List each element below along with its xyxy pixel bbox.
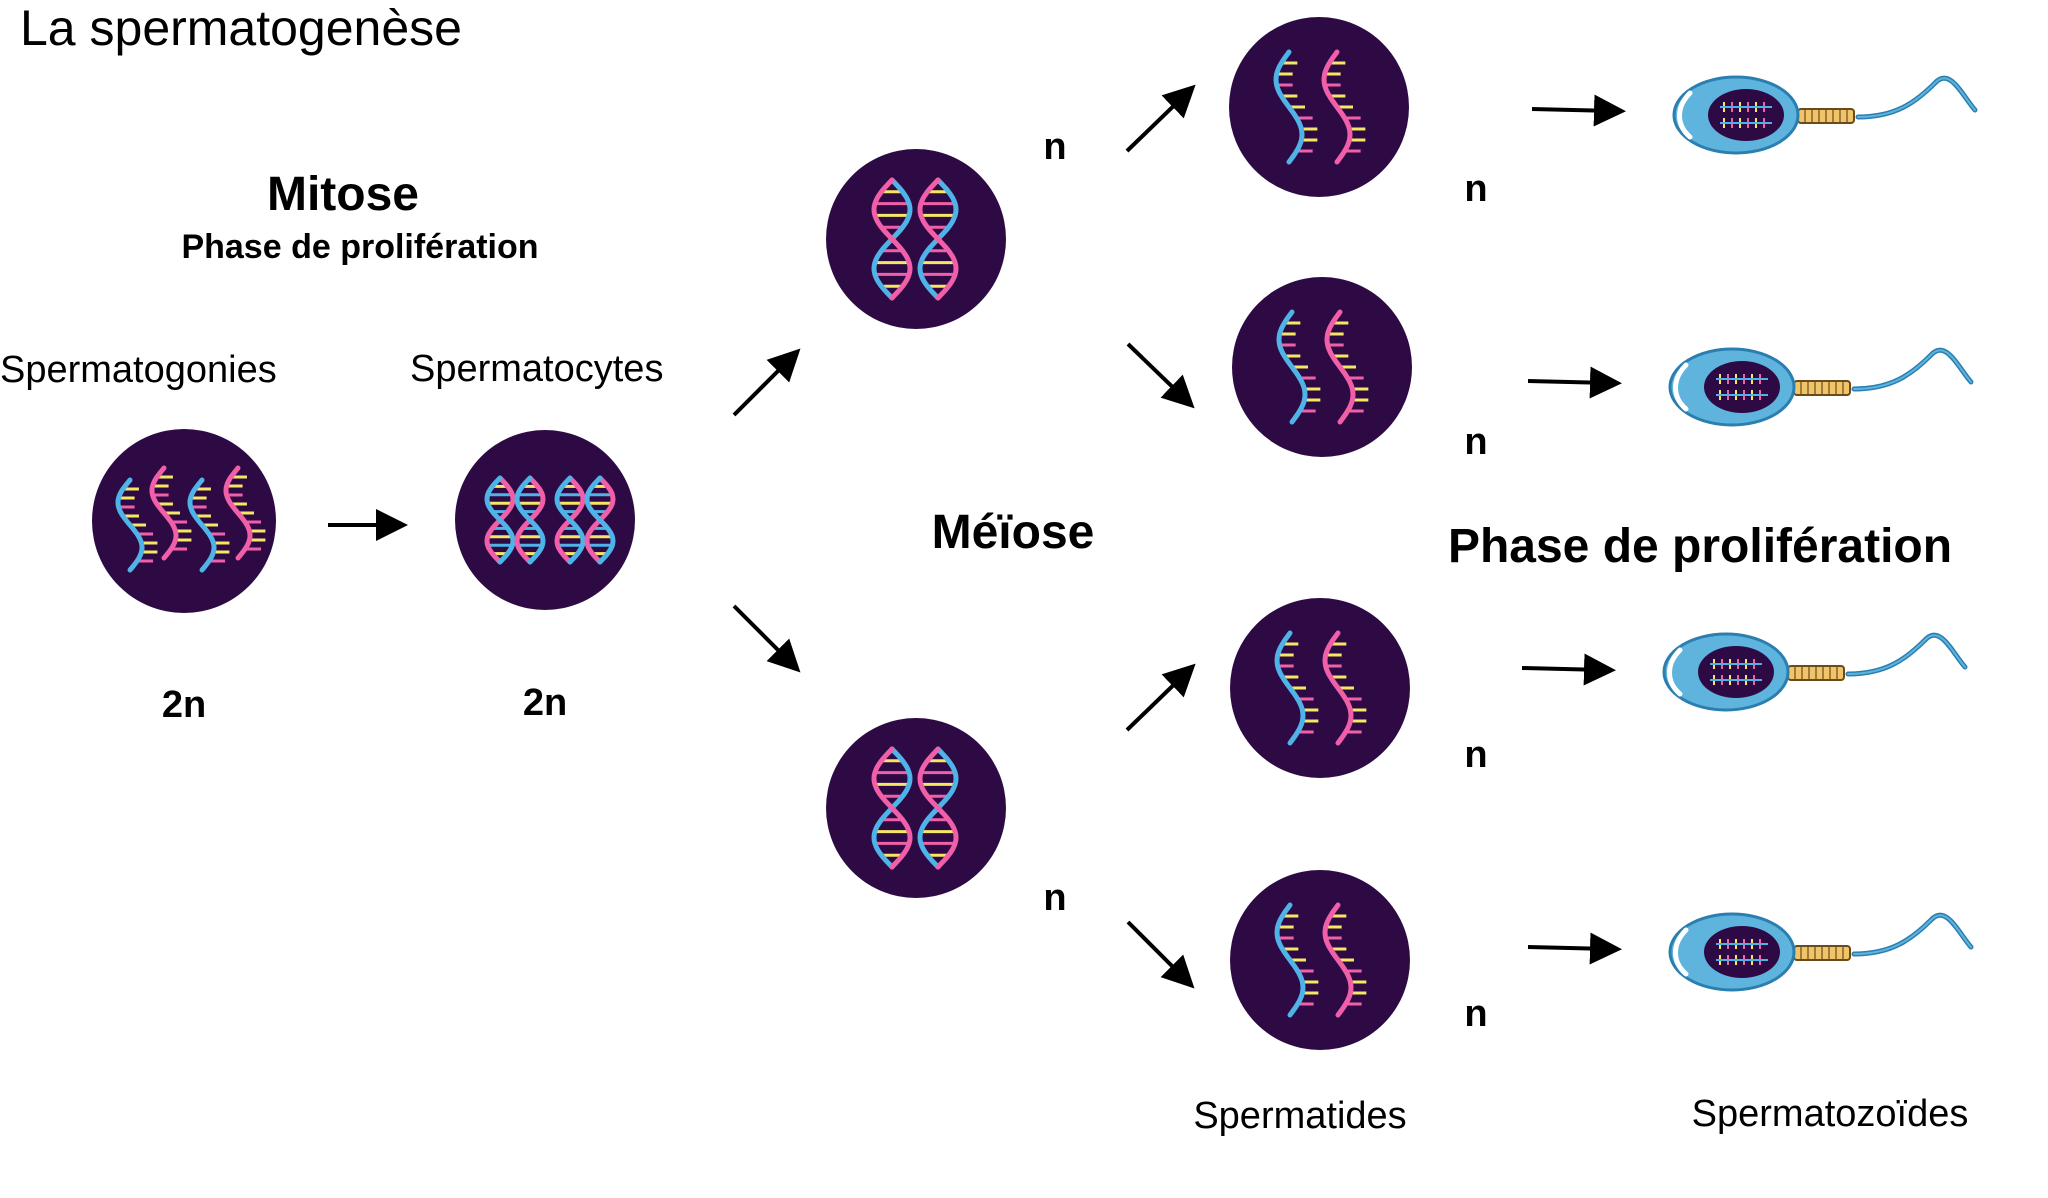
arrow-icon [1527, 366, 1622, 399]
spermatide-cell-1 [1229, 17, 1409, 197]
cell-nucleus-icon [1230, 870, 1410, 1050]
sperm-cell-icon [1672, 75, 1978, 155]
cell-nucleus-icon [826, 149, 1006, 329]
dna-strand-icon [223, 465, 266, 561]
arrow-icon [1521, 653, 1616, 686]
sperm-cell-icon [1668, 347, 1974, 427]
spermatocytes-label: Spermatocytes [410, 348, 663, 390]
dna-strand-icon [1322, 902, 1367, 1018]
dna-helix-icon [514, 475, 546, 565]
spermatozoide-1 [1672, 75, 1978, 155]
arrow-icon [1125, 84, 1196, 153]
cell-nucleus-icon [826, 718, 1006, 898]
spermatide-cell-3 [1230, 598, 1410, 778]
spermatozoides-label: Spermatozoïdes [1692, 1093, 1969, 1135]
dna-helix-icon [871, 746, 913, 870]
spermatogonie-cell [92, 429, 276, 613]
dna-strand-icon [1322, 630, 1367, 746]
dna-strand-icon [1274, 902, 1319, 1018]
arrow-icon [1527, 932, 1622, 965]
dna-strand-icon [1274, 630, 1319, 746]
meiosis-cell-top [826, 149, 1006, 329]
dna-strand-icon [115, 477, 158, 573]
ploidy-spermatogonies: 2n [162, 684, 206, 726]
cells-group [92, 17, 1412, 1050]
cell-nucleus-icon [455, 430, 635, 610]
spermatide-cell-2 [1232, 277, 1412, 457]
spermatide-cell-4 [1230, 870, 1410, 1050]
mitose-heading: Mitose [267, 168, 419, 221]
dna-helix-icon [584, 475, 616, 565]
dna-strand-icon [1276, 309, 1321, 425]
ploidy-meiosis-bottom: n [1043, 877, 1066, 919]
dna-strand-icon [1273, 49, 1318, 165]
spermatozoa-group [1662, 75, 1978, 992]
dna-helix-icon [554, 475, 586, 565]
mitose-subheading: Phase de prolifération [181, 228, 538, 266]
sperm-cell-icon [1662, 632, 1968, 712]
diagram-title: La spermatogenèse [20, 0, 462, 56]
arrows-group [328, 84, 1626, 989]
ploidy-spermatocytes: 2n [523, 682, 567, 724]
dna-strand-icon [1321, 49, 1366, 165]
sperm-cell-icon [1668, 912, 1974, 992]
spermatozoide-3 [1662, 632, 1968, 712]
arrow-icon [1125, 663, 1196, 732]
arrow-icon [1126, 920, 1195, 989]
maturation-heading: Phase de prolifération [1448, 520, 1952, 573]
arrow-icon [1531, 94, 1626, 127]
spermatozoide-4 [1668, 912, 1974, 992]
arrow-icon [732, 348, 801, 417]
meiosis-cell-bottom [826, 718, 1006, 898]
dna-helix-icon [871, 177, 913, 301]
spermatides-label: Spermatides [1193, 1095, 1406, 1137]
ploidy-spermatide-4: n [1464, 993, 1487, 1035]
spermatocyte-cell [455, 430, 635, 610]
dna-helix-icon [917, 746, 959, 870]
cell-nucleus-icon [1232, 277, 1412, 457]
spermatogonies-label: Spermatogonies [0, 349, 277, 391]
dna-strand-icon [149, 465, 192, 561]
ploidy-meiosis-top: n [1043, 126, 1066, 168]
ploidy-spermatide-3: n [1464, 734, 1487, 776]
arrow-icon [732, 604, 801, 673]
meiose-heading: Méïose [932, 506, 1095, 559]
cell-nucleus-icon [1230, 598, 1410, 778]
arrow-icon [1126, 342, 1195, 409]
dna-strand-icon [187, 477, 230, 573]
cell-nucleus-icon [1229, 17, 1409, 197]
ploidy-spermatide-1: n [1464, 168, 1487, 210]
dna-helix-icon [484, 475, 516, 565]
spermatozoide-2 [1668, 347, 1974, 427]
dna-helix-icon [917, 177, 959, 301]
dna-strand-icon [1324, 309, 1369, 425]
ploidy-spermatide-2: n [1464, 421, 1487, 463]
